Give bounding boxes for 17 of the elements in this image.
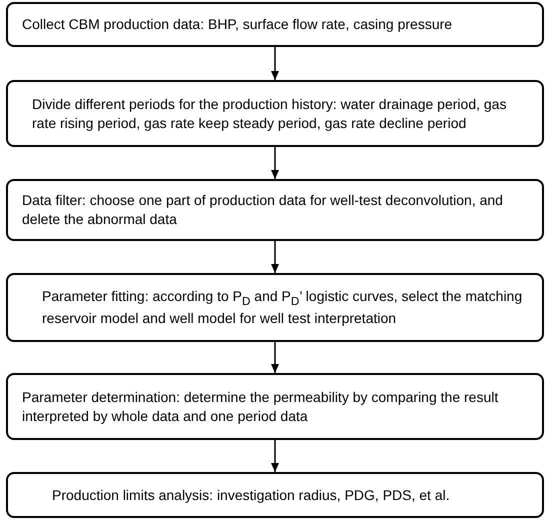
arrow — [271, 47, 279, 80]
process-box — [6, 2, 544, 47]
arrow — [271, 147, 279, 179]
process-box — [6, 80, 544, 147]
process-box — [6, 373, 544, 440]
arrow — [271, 241, 279, 273]
process-box — [6, 472, 544, 518]
step-text: Parameter fitting: according to P$_{D}$ and P$_{D}$’ logistic curves, select the matching reservoir model and well model for well test interpretation — [42, 286, 524, 328]
process-box — [6, 179, 544, 241]
process-box — [6, 273, 544, 342]
step-text: Divide different periods for the production history: water drainage period, gas rate rising period, gas rate keep steady period, gas rate decline period — [32, 94, 508, 132]
arrow — [271, 440, 279, 472]
step-text: Data filter: choose one part of production data for well-test deconvolution, and delete the abnormal data — [22, 191, 504, 229]
step-text: Production limits analysis: investigation radius, PDG, PDS, et al. — [52, 486, 451, 504]
step-text: Parameter determination: determine the permeability by comparing the result interpreted by whole data and one period data — [22, 388, 500, 426]
arrow — [271, 342, 279, 373]
step-text: Collect CBM production data: BHP, surface flow rate, casing pressure — [22, 15, 454, 34]
